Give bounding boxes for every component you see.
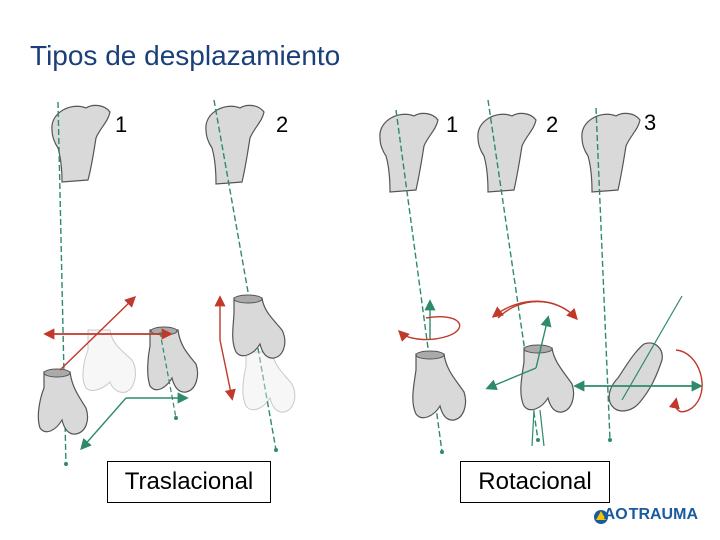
- logo-ao: AO: [604, 506, 628, 524]
- caption-rotational: Rotacional: [460, 461, 610, 503]
- caption-translational: Traslacional: [107, 461, 271, 503]
- femur-head-3: [380, 113, 438, 192]
- femur-head-4: [478, 113, 536, 192]
- knee-1b: [148, 327, 198, 392]
- knee-3: [413, 351, 466, 420]
- knee-1: [38, 369, 87, 434]
- femur-head-5: [582, 113, 640, 192]
- knee-ghost-2: [243, 352, 295, 412]
- knee-2: [233, 295, 285, 358]
- femur-head-2: [206, 105, 264, 184]
- knee-4: [521, 345, 574, 412]
- logo-trauma: TRAUMA: [629, 506, 698, 524]
- femur-head-1: [52, 105, 110, 182]
